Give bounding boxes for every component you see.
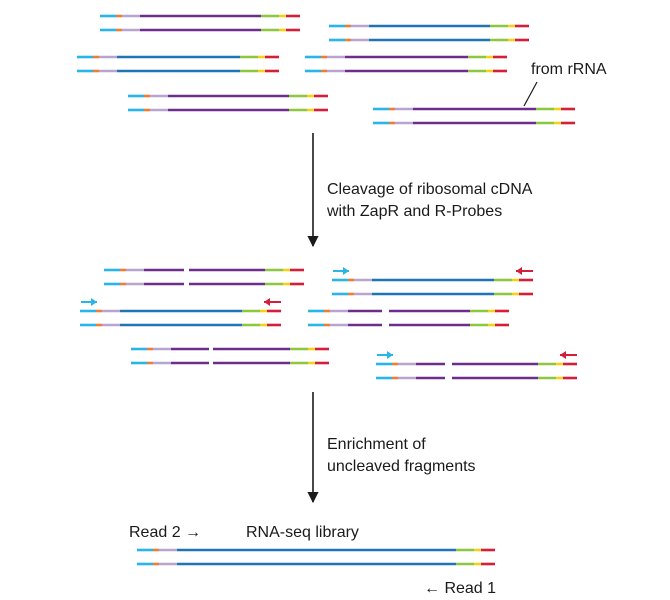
- step2-label-line1: Enrichment of: [327, 436, 426, 453]
- step1-label-line1: Cleavage of ribosomal cDNA: [327, 181, 533, 198]
- forward-primer-arrow: [81, 298, 97, 306]
- fragments-layer: [77, 14, 577, 566]
- step1-label-line2: with ZapR and R-Probes: [327, 203, 503, 220]
- reverse-primer-arrow: [516, 267, 533, 275]
- step2-label-line2: uncleaved fragments: [327, 458, 476, 475]
- reverse-primer-arrow: [560, 351, 577, 359]
- reverse-primer-arrow: [264, 298, 281, 306]
- read1-label: ← Read 1: [424, 580, 497, 597]
- read2-label: Read 2 →: [129, 524, 202, 541]
- from-rrna-label: from rRNA: [531, 61, 607, 78]
- forward-primer-arrow: [333, 267, 349, 275]
- primers-layer: [81, 267, 577, 359]
- from-rrna-leader-line: [523, 81, 538, 107]
- arrows-layer: [307, 81, 538, 504]
- rna-seq-library-label: RNA-seq library: [246, 524, 359, 541]
- forward-primer-arrow: [377, 351, 393, 359]
